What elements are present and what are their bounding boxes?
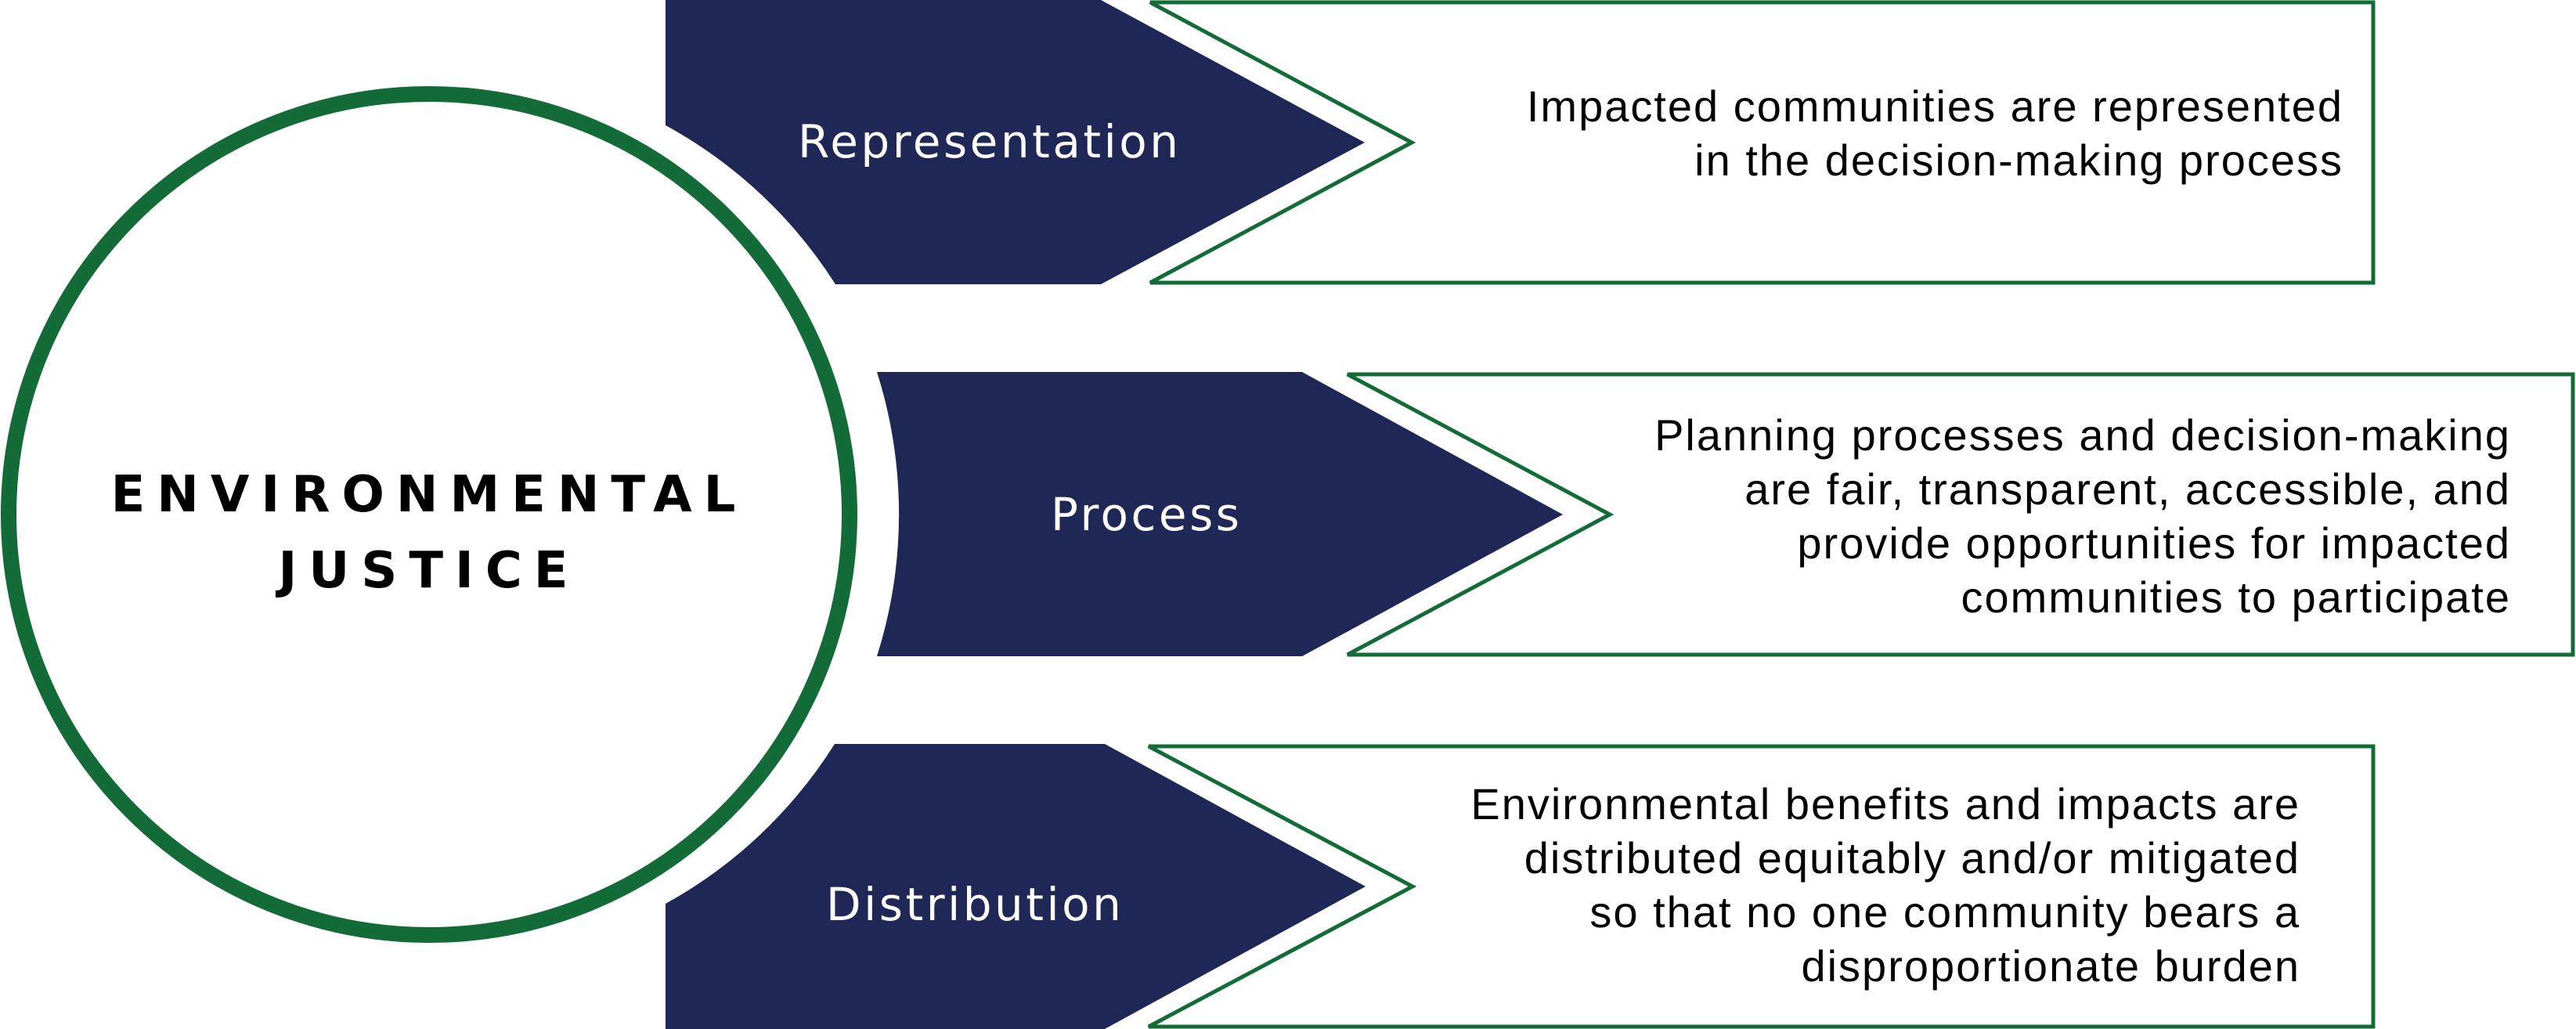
description-line: Environmental benefits and impacts are	[1470, 779, 2300, 829]
description-line: Planning processes and decision-making	[1654, 410, 2511, 460]
description-line: disproportionate burden	[1801, 941, 2300, 991]
distribution-description: Environmental benefits and impacts are d…	[1470, 777, 2300, 993]
distribution-description-box	[1147, 744, 2376, 1029]
description-line: Impacted communities are represented	[1526, 81, 2343, 131]
description-line: provide opportunities for impacted	[1797, 518, 2511, 568]
center-title-line-1: ENVIRONMENTAL	[110, 466, 748, 524]
distribution-chevron	[666, 744, 1366, 1029]
representation-chevron	[666, 0, 1365, 284]
description-line: in the decision-making process	[1694, 135, 2343, 185]
process-chevron	[877, 372, 1563, 656]
description-line: communities to participate	[1961, 572, 2511, 622]
representation-description-box	[1149, 0, 2376, 285]
representation-label: Representation	[798, 115, 1182, 168]
process-description-box	[1346, 372, 2575, 657]
process-description: Planning processes and decision-making a…	[1654, 408, 2511, 624]
process-label: Process	[1051, 488, 1243, 541]
description-line: so that no one community bears a	[1589, 887, 2300, 937]
distribution-label: Distribution	[826, 878, 1124, 931]
description-line: are fair, transparent, accessible, and	[1744, 464, 2511, 514]
representation-description: Impacted communities are represented in …	[1527, 79, 2343, 187]
description-line: distributed equitably and/or mitigated	[1524, 833, 2300, 883]
center-circle	[1, 86, 857, 943]
center-title-line-2: JUSTICE	[278, 542, 580, 600]
